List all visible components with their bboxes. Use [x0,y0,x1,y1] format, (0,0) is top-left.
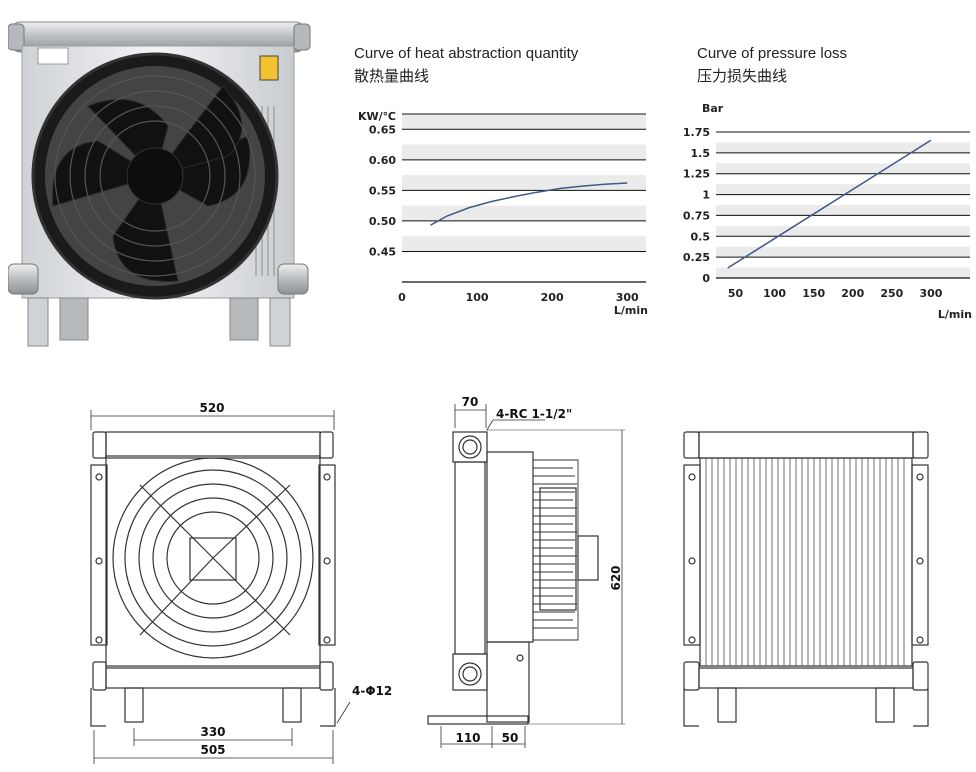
heat-chart-title-en: Curve of heat abstraction quantity [354,45,579,62]
product-photo [8,21,311,347]
x-tick-label: 300 [616,291,639,304]
grid-band [716,142,970,153]
dim-ports: 4-RC 1-1/2" [496,407,572,421]
x-tick-label: 100 [763,287,786,300]
y-tick-label: 0.65 [369,123,396,136]
x-tick-label: 100 [466,291,489,304]
base-foot-left [27,297,49,347]
pressure-loss-chart: 0 0.25 0.5 0.75 1 1.25 1.5 1.75 50 100 150 200 250 30… [683,102,972,321]
dim-base-width: 505 [200,743,225,757]
y-tick-label: 0.50 [369,215,396,228]
x-tick-label: 200 [541,291,564,304]
dim-side-foot: 50 [502,731,519,745]
grid-band [402,144,646,160]
pressure-chart-title-zh: 压力损失曲线 [697,68,788,85]
rear-view [683,431,929,727]
y-tick-label: 1 [702,189,710,202]
side-view [427,404,625,748]
y-tick-label: 0.55 [369,184,396,197]
dim-port-offset: 70 [462,395,479,409]
grid-band [716,184,970,195]
y-tick-label: 0.60 [369,154,396,167]
x-axis-label: L/min [614,304,648,317]
y-tick-label: 0.45 [369,245,396,258]
dim-front-width: 520 [199,401,224,415]
front-view [90,410,351,764]
dim-mount-spacing: 330 [200,725,225,739]
x-tick-label: 0 [398,291,406,304]
y-axis-label: KW/℃ [358,110,396,123]
grid-band [716,225,970,237]
y-axis-label: Bar [702,102,724,115]
grid-band [716,205,970,216]
dim-height: 620 [609,565,623,590]
heat-chart-title-zh: 散热量曲线 [354,68,430,85]
grid-band [716,246,970,258]
grid-band [402,114,646,130]
technical-drawings: 520 330 505 4-Φ12 70 4-RC 1-1/2" 620 110… [90,395,929,764]
y-tick-label: 0 [702,272,710,285]
series-line [430,182,628,226]
y-tick-label: 1.75 [683,126,710,139]
grid-band [402,175,646,191]
grid-band [402,205,646,221]
x-tick-label: 200 [841,287,864,300]
x-tick-label: 300 [919,287,942,300]
grid-band [716,163,970,174]
grid-band [716,267,970,278]
dim-holes: 4-Φ12 [352,684,392,698]
series-line [727,139,932,269]
heat-abstraction-chart: 0.45 0.50 0.55 0.60 0.65 0 100 200 300 KW/℃ L/min [358,110,648,317]
x-tick-label: 150 [802,287,825,300]
y-tick-label: 1.5 [691,147,711,160]
dim-side-base: 110 [455,731,480,745]
y-tick-label: 0.25 [683,251,710,264]
base-foot-right [269,297,291,347]
pressure-chart-title-en: Curve of pressure loss [697,45,848,62]
y-tick-label: 1.25 [683,168,710,181]
y-tick-label: 0.5 [691,230,711,243]
y-tick-label: 0.75 [683,209,710,222]
x-tick-label: 50 [728,287,744,300]
x-axis-label: L/min [938,308,972,321]
grid-band [402,236,646,252]
x-tick-label: 250 [880,287,903,300]
